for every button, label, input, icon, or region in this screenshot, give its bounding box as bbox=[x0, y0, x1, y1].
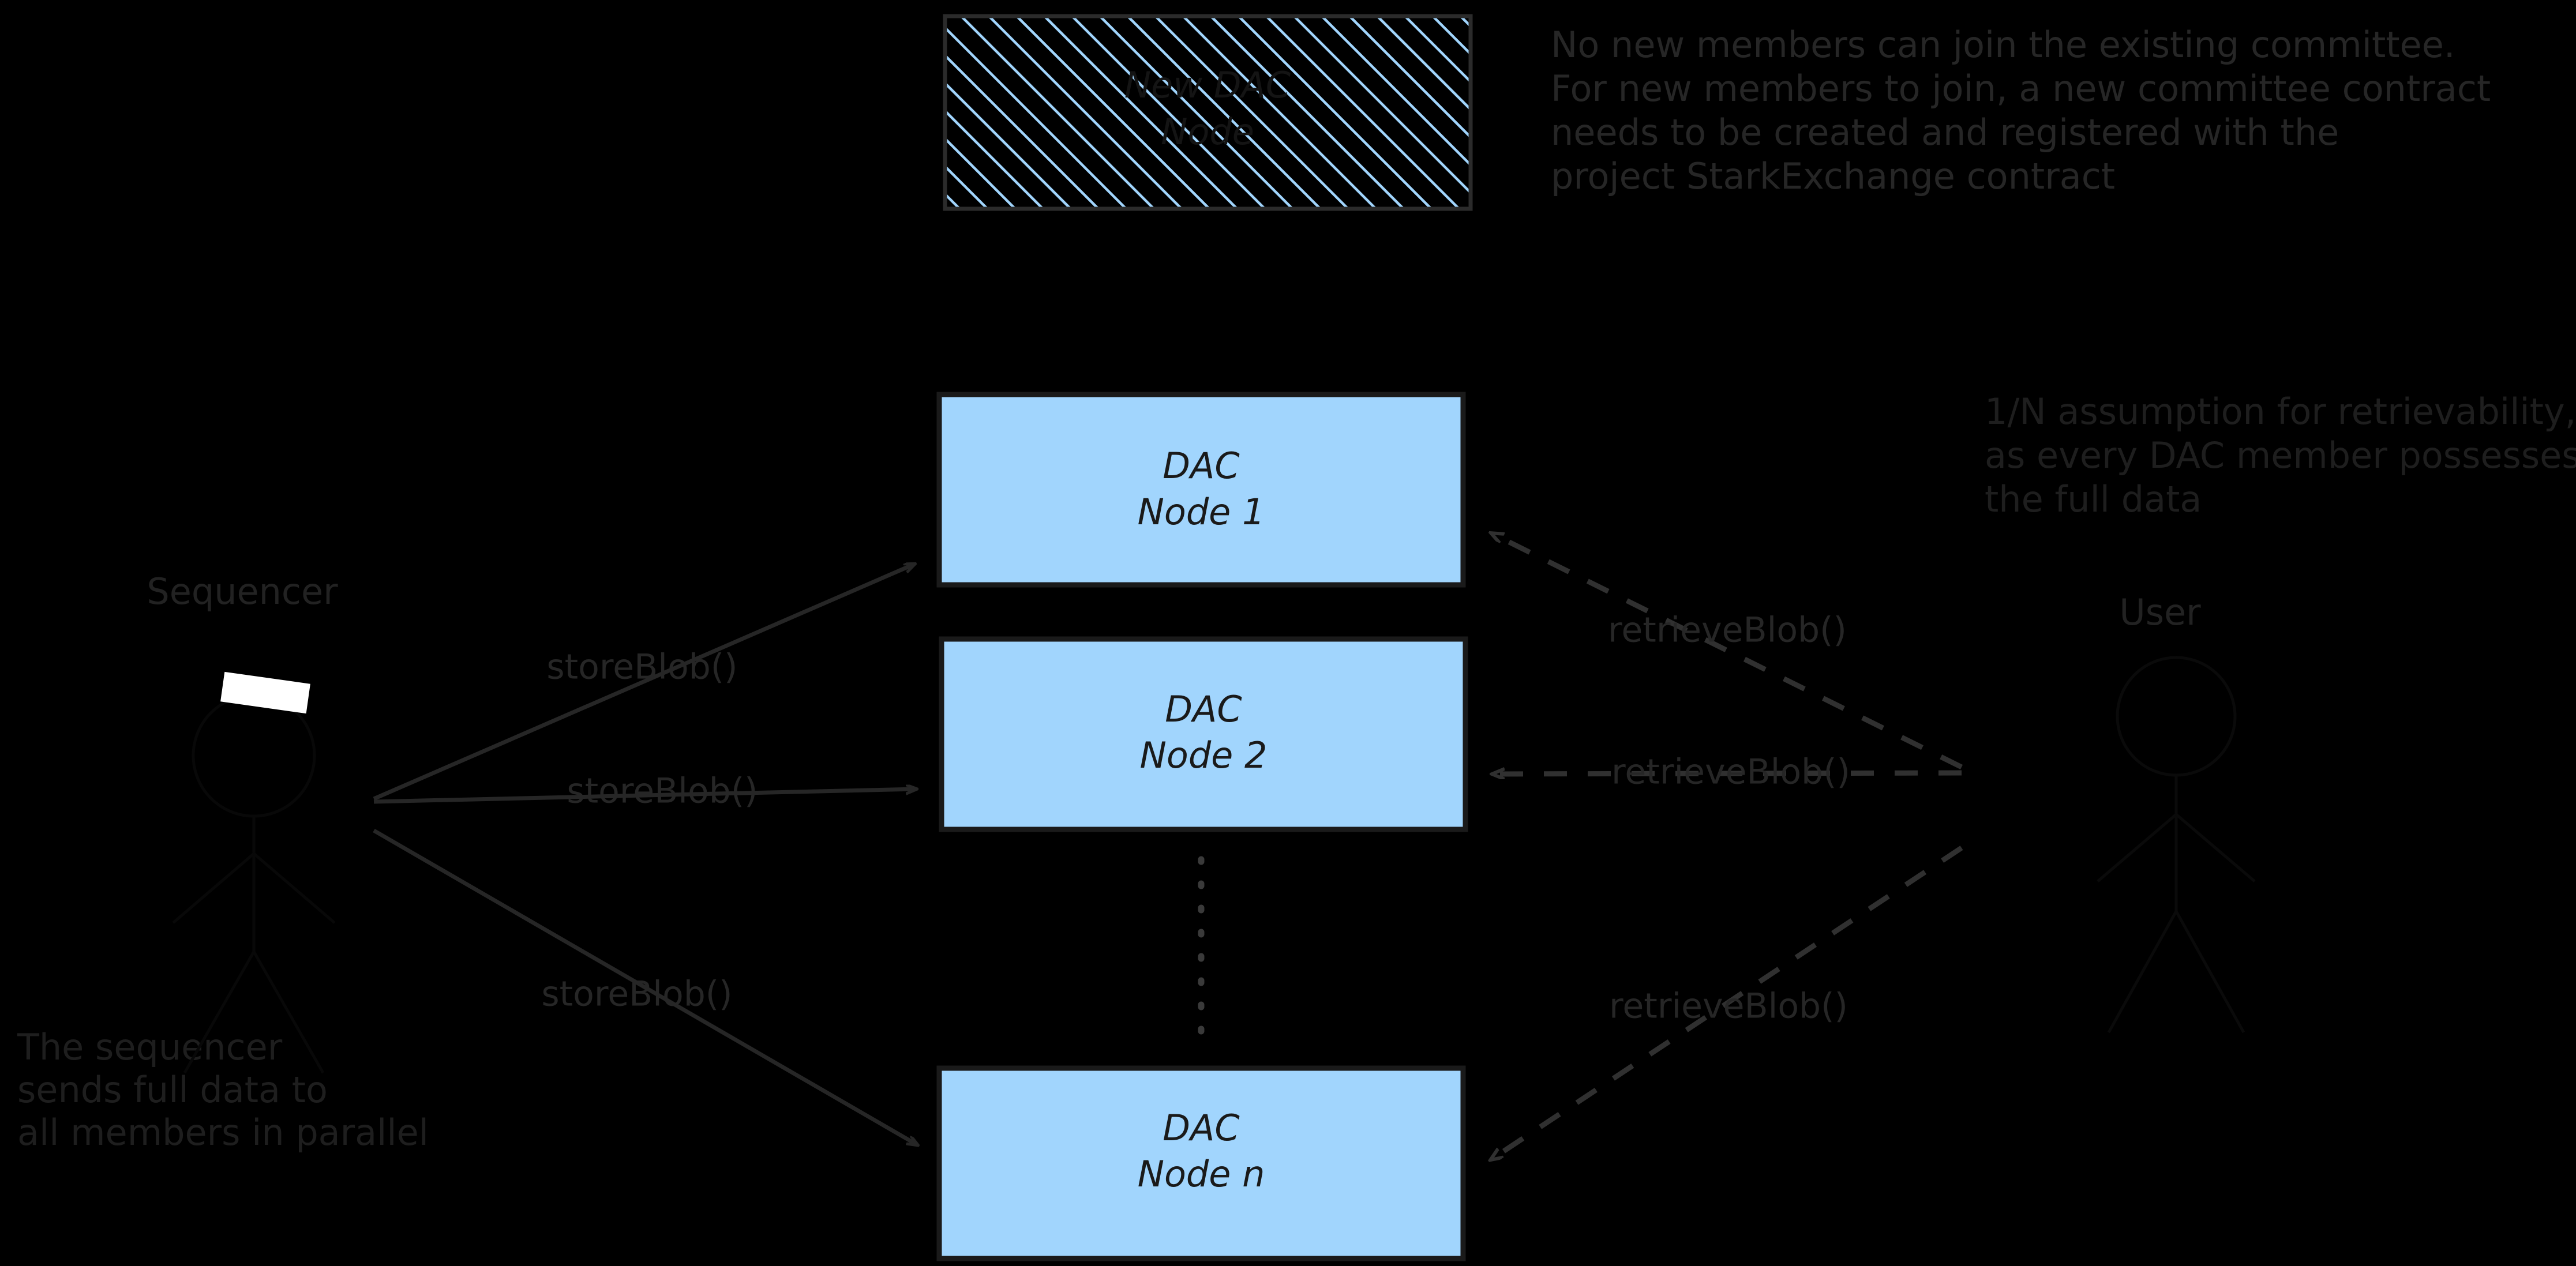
retrieve-blob-label-node1: retrieveBlob() bbox=[1608, 610, 1847, 651]
note-committee: No new members can join the existing com… bbox=[1551, 24, 2491, 197]
dac-node-2-label-line2: Node 2 bbox=[1140, 734, 1268, 776]
dac-node-n[interactable]: DAC Node n bbox=[936, 1065, 1466, 1261]
note-committee-line-1: No new members can join the existing com… bbox=[1551, 24, 2455, 66]
store-blob-arrow-node1[interactable] bbox=[373, 564, 914, 801]
dac-node-2-label-line1: DAC bbox=[1165, 688, 1242, 730]
dac-node-1-label-line2: Node 1 bbox=[1138, 491, 1265, 533]
new-dac-node-label-line1: New DAC bbox=[1124, 64, 1291, 106]
note-retrievability-line-2: as every DAC member possesses bbox=[1985, 434, 2576, 476]
new-dac-node-label-line2: Node bbox=[1161, 111, 1254, 153]
note-committee-line-3: needs to be created and registered with … bbox=[1551, 111, 2339, 153]
retrieve-blob-arrows: retrieveBlob() retrieveBlob() retrieveBl… bbox=[1491, 534, 1963, 1159]
dac-node-1-box bbox=[936, 392, 1466, 588]
retrieve-blob-label-node2: retrieveBlob() bbox=[1611, 752, 1850, 792]
retrieve-blob-arrow-noden[interactable] bbox=[1491, 846, 1963, 1159]
note-sequencer-line-3: all members in parallel bbox=[17, 1111, 429, 1154]
store-blob-arrows: storeBlob() storeBlob() storeBlob() bbox=[373, 564, 917, 1145]
note-retrievability: 1/N assumption for retrievability, as ev… bbox=[1985, 390, 2576, 520]
user-stick-figure bbox=[2097, 656, 2256, 1034]
store-blob-label-node2: storeBlob() bbox=[567, 771, 758, 812]
dac-node-1-label-line1: DAC bbox=[1163, 445, 1240, 487]
dac-node-n-label-line2: Node n bbox=[1138, 1153, 1265, 1195]
note-retrievability-line-1: 1/N assumption for retrievability, bbox=[1985, 390, 2576, 433]
note-retrievability-line-3: the full data bbox=[1985, 478, 2202, 520]
new-dac-node-box-shape bbox=[943, 14, 1473, 211]
store-blob-arrow-noden[interactable] bbox=[373, 828, 917, 1145]
note-sequencer-line-1: The sequencer bbox=[17, 1026, 283, 1068]
sequencer-highlight-rect bbox=[220, 671, 310, 714]
store-blob-arrow-node2[interactable] bbox=[373, 789, 916, 804]
user-label: User bbox=[2119, 591, 2201, 633]
retrieve-blob-arrow-node2[interactable] bbox=[1493, 773, 1962, 774]
dac-node-n-label-line1: DAC bbox=[1163, 1107, 1240, 1149]
new-dac-node-box[interactable]: New DAC Node bbox=[943, 14, 1473, 211]
user-actor[interactable]: User bbox=[2097, 591, 2256, 1034]
note-committee-line-2: For new members to join, a new committee… bbox=[1551, 67, 2491, 110]
store-blob-label-node1: storeBlob() bbox=[546, 647, 737, 688]
sequencer-stick-figure bbox=[172, 693, 336, 1074]
dac-node-1[interactable]: DAC Node 1 bbox=[936, 392, 1466, 588]
sequencer-actor[interactable]: Sequencer bbox=[147, 570, 338, 1074]
sequencer-label: Sequencer bbox=[147, 570, 338, 613]
retrieve-blob-label-noden: retrieveBlob() bbox=[1609, 986, 1848, 1027]
dac-node-2-box bbox=[939, 636, 1468, 832]
note-sequencer-parallel: The sequencer sends full data to all mem… bbox=[17, 1026, 429, 1154]
note-committee-line-4: project StarkExchange contract bbox=[1551, 155, 2115, 197]
note-sequencer-line-2: sends full data to bbox=[17, 1069, 328, 1111]
dac-node-2[interactable]: DAC Node 2 bbox=[939, 636, 1468, 832]
store-blob-label-noden: storeBlob() bbox=[541, 974, 732, 1015]
dac-node-n-box bbox=[936, 1065, 1466, 1261]
